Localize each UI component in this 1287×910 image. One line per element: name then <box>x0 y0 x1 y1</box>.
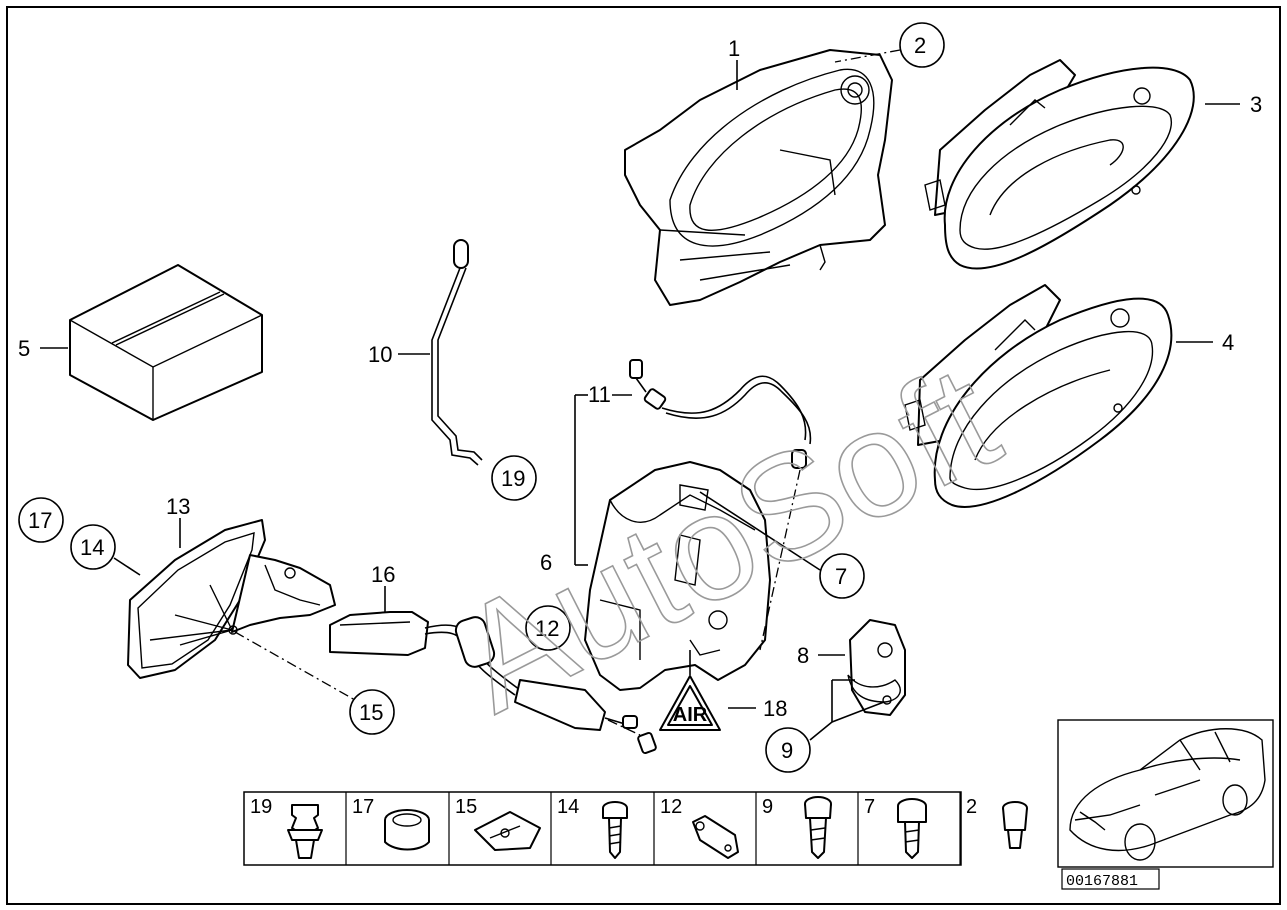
callout-9: 9 <box>781 738 793 763</box>
part-13-inner-handle <box>127 519 336 679</box>
clip-19-icon <box>287 804 323 859</box>
callout-11: 11 <box>588 382 611 407</box>
callout-2-circle <box>899 22 945 68</box>
part-5-box <box>69 264 263 421</box>
part-4-outer-handle <box>904 284 1173 508</box>
callout-19: 19 <box>501 466 525 491</box>
hardware-label-12: 12 <box>660 796 682 818</box>
callout-17-circle <box>18 497 64 543</box>
callout-15-circle <box>349 689 395 735</box>
screw-14-icon <box>602 801 628 859</box>
callout-7-circle <box>819 553 865 599</box>
callout-3: 3 <box>1250 92 1262 117</box>
hardware-label-9: 9 <box>762 796 773 818</box>
warning-label-text: AIR <box>673 704 708 726</box>
part-18-warning-label: AIR <box>659 675 721 731</box>
car-location-thumbnail <box>1057 719 1274 868</box>
part-10-rod <box>431 239 483 466</box>
part-6-lock <box>584 461 771 691</box>
callout-8: 8 <box>797 643 809 668</box>
callout-17: 17 <box>28 508 52 533</box>
callout-13: 13 <box>166 494 190 519</box>
callout-18: 18 <box>763 696 787 721</box>
hardware-label-17: 17 <box>352 796 374 818</box>
callout-1: 1 <box>728 36 740 61</box>
part-8-striker <box>847 619 906 716</box>
callout-4: 4 <box>1222 330 1234 355</box>
hardware-strip: 19 17 15 14 12 9 7 2 <box>243 791 1028 866</box>
callout-14-circle <box>70 524 116 570</box>
clip-nut-15-icon <box>474 811 541 851</box>
diagram-frame <box>6 6 1281 905</box>
reference-number: 00167881 <box>1066 873 1138 890</box>
screw-7-icon <box>897 798 927 859</box>
callout-2: 2 <box>914 33 926 58</box>
hardware-label-19: 19 <box>250 796 272 818</box>
reference-number-box <box>1061 868 1160 890</box>
callout-16: 16 <box>371 562 395 587</box>
watermark: AutoSoft <box>433 333 1022 744</box>
callout-5: 5 <box>18 336 30 361</box>
grommet-17-icon <box>384 809 430 851</box>
part-11-cable <box>629 359 812 469</box>
callout-10: 10 <box>368 342 392 367</box>
hardware-label-7: 7 <box>864 796 875 818</box>
part-3-outer-handle <box>924 59 1195 270</box>
callout-12-circle <box>525 605 571 651</box>
screw-9-icon <box>804 796 832 859</box>
callout-9-circle <box>765 727 811 773</box>
part-1-handle-carrier <box>624 49 893 306</box>
hardware-label-2: 2 <box>966 796 977 818</box>
callout-15: 15 <box>359 700 383 725</box>
bracket-12-icon <box>692 815 739 859</box>
callout-12: 12 <box>535 616 559 641</box>
part-16-bowden-cable <box>329 611 657 755</box>
callout-14: 14 <box>80 535 104 560</box>
lock-cylinder-2-icon <box>1002 801 1028 849</box>
callout-6: 6 <box>540 550 552 575</box>
callout-19-circle <box>491 455 537 501</box>
hardware-label-15: 15 <box>455 796 477 818</box>
callout-7: 7 <box>835 564 847 589</box>
hardware-label-14: 14 <box>557 796 579 818</box>
